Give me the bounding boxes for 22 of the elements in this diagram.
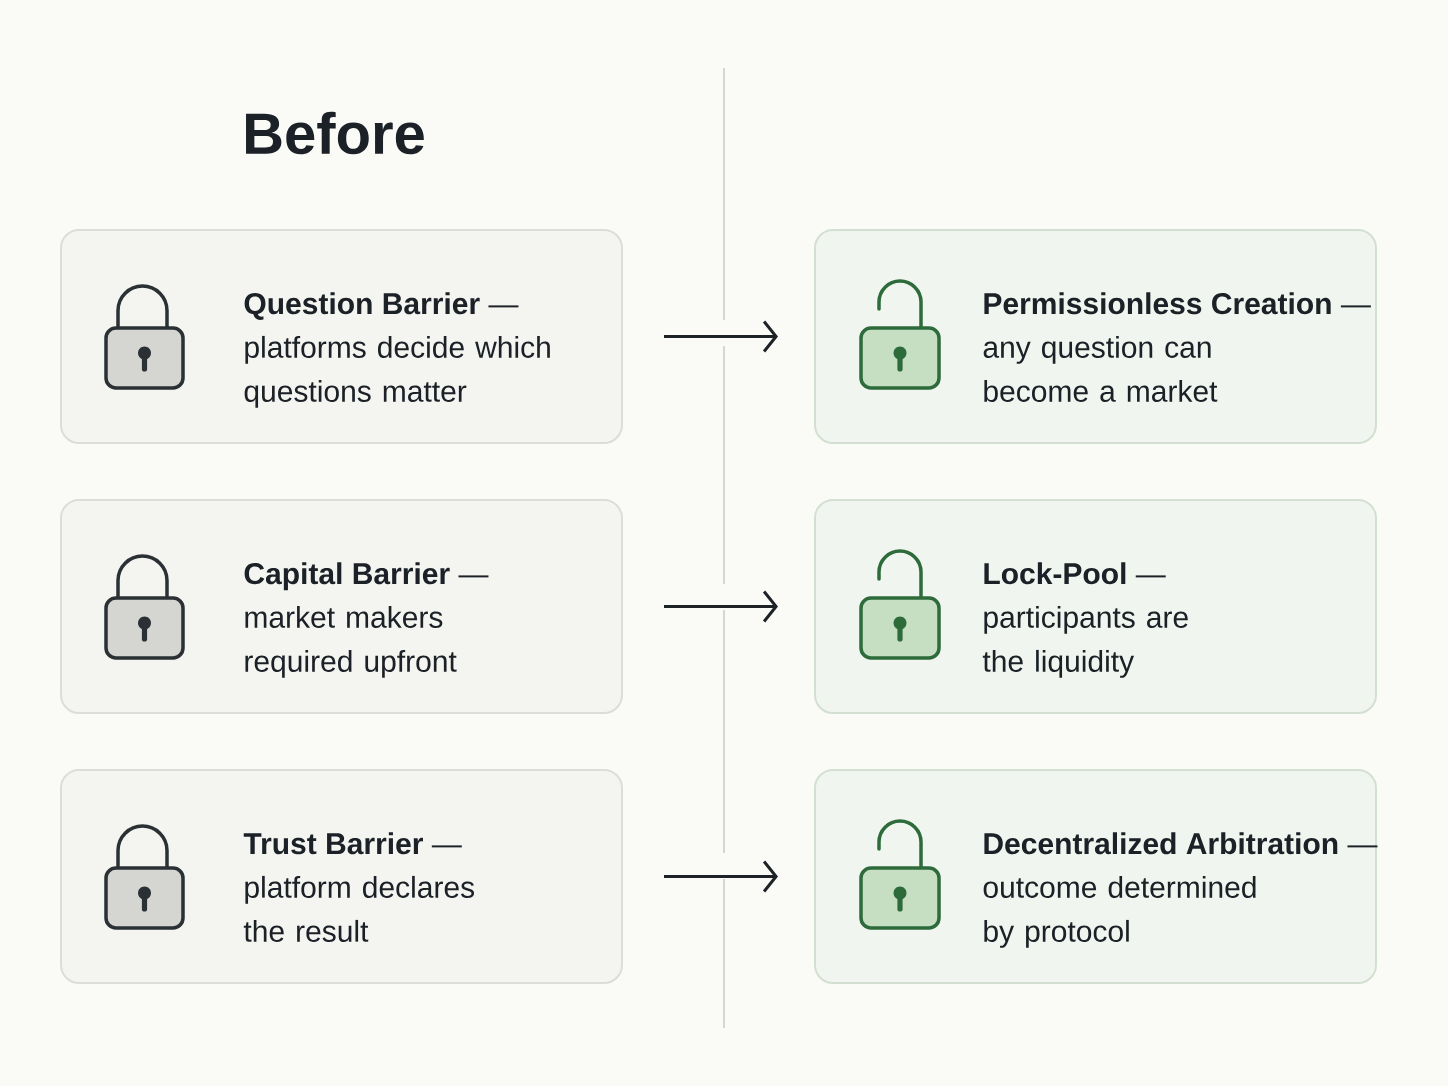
card-text: platforms decide which questions matter [244,335,550,408]
card [814,769,1378,984]
card-heading: Question Barrier — [244,292,519,320]
card-text: any question can become a market [983,335,1218,402]
card-heading: Capital Barrier — [244,562,489,591]
card [814,229,1377,444]
card-heading: Decentralized Arbitration — [984,832,1378,855]
card-heading: Trust Barrier — [243,832,462,855]
card-text: market makers required upfront [245,605,457,678]
card-heading: Permissionless Creation — [984,292,1371,315]
column-heading: Before [246,111,424,155]
card-text: outcome determined by protocol [983,875,1256,948]
arrow [664,590,778,623]
card [814,499,1377,714]
card [60,769,623,984]
card-text: platform declares the result [243,875,474,942]
arrow [664,320,778,353]
card-heading: Lock-Pool — [984,562,1166,585]
arrow [664,860,778,893]
card-text: participants are the liquidity [982,605,1188,678]
card [60,499,623,714]
card [60,229,623,444]
